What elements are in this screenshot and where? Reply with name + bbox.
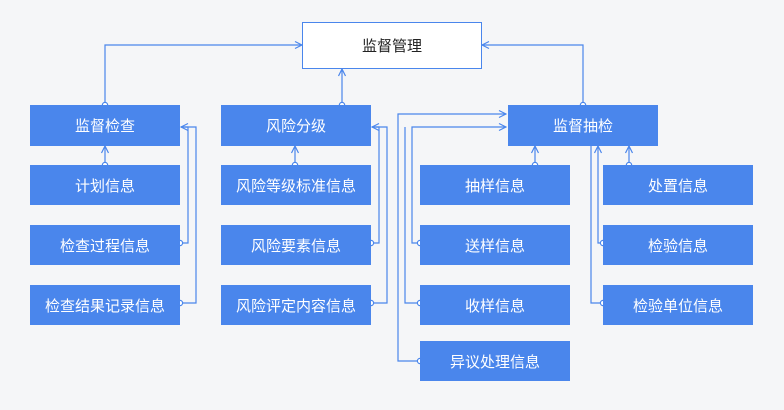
node-sampling-info: 抽样信息 (420, 165, 570, 205)
node-supervision-sampling: 监督抽检 (508, 105, 658, 146)
edge-supervision-inspection-to-root (104, 45, 302, 105)
node-inspection-process-info: 检查过程信息 (30, 225, 180, 265)
edge-risk-assessment-content-info (371, 126, 388, 304)
node-disposal-info: 处置信息 (603, 165, 753, 205)
node-risk-level-standard-info: 风险等级标准信息 (221, 165, 371, 205)
node-risk-grading: 风险分级 (221, 105, 371, 146)
edge-testing-unit-info (590, 146, 603, 304)
edge-sample-receipt-info (404, 127, 420, 304)
node-risk-assessment-content-info: 风险评定内容信息 (221, 285, 371, 325)
node-testing-unit-info: 检验单位信息 (603, 285, 753, 325)
node-sample-delivery-info: 送样信息 (420, 225, 570, 265)
edge-sample-delivery-info (411, 127, 506, 244)
node-inspection-result-info: 检查结果记录信息 (30, 285, 180, 325)
edge-inspection-process-info (180, 127, 189, 244)
edge-supervision-sampling-to-root (482, 45, 584, 105)
edge-risk-factor-info (371, 127, 380, 244)
node-plan-info: 计划信息 (30, 165, 180, 205)
node-supervision-inspection: 监督检查 (30, 105, 180, 146)
node-objection-handling-info: 异议处理信息 (420, 341, 570, 381)
node-sample-receipt-info: 收样信息 (420, 285, 570, 325)
edge-objection-handling-info (397, 114, 506, 362)
node-testing-info: 检验信息 (603, 225, 753, 265)
edge-inspection-result-info (180, 126, 197, 304)
node-root-supervision-management: 监督管理 (302, 22, 482, 69)
node-risk-factor-info: 风险要素信息 (221, 225, 371, 265)
